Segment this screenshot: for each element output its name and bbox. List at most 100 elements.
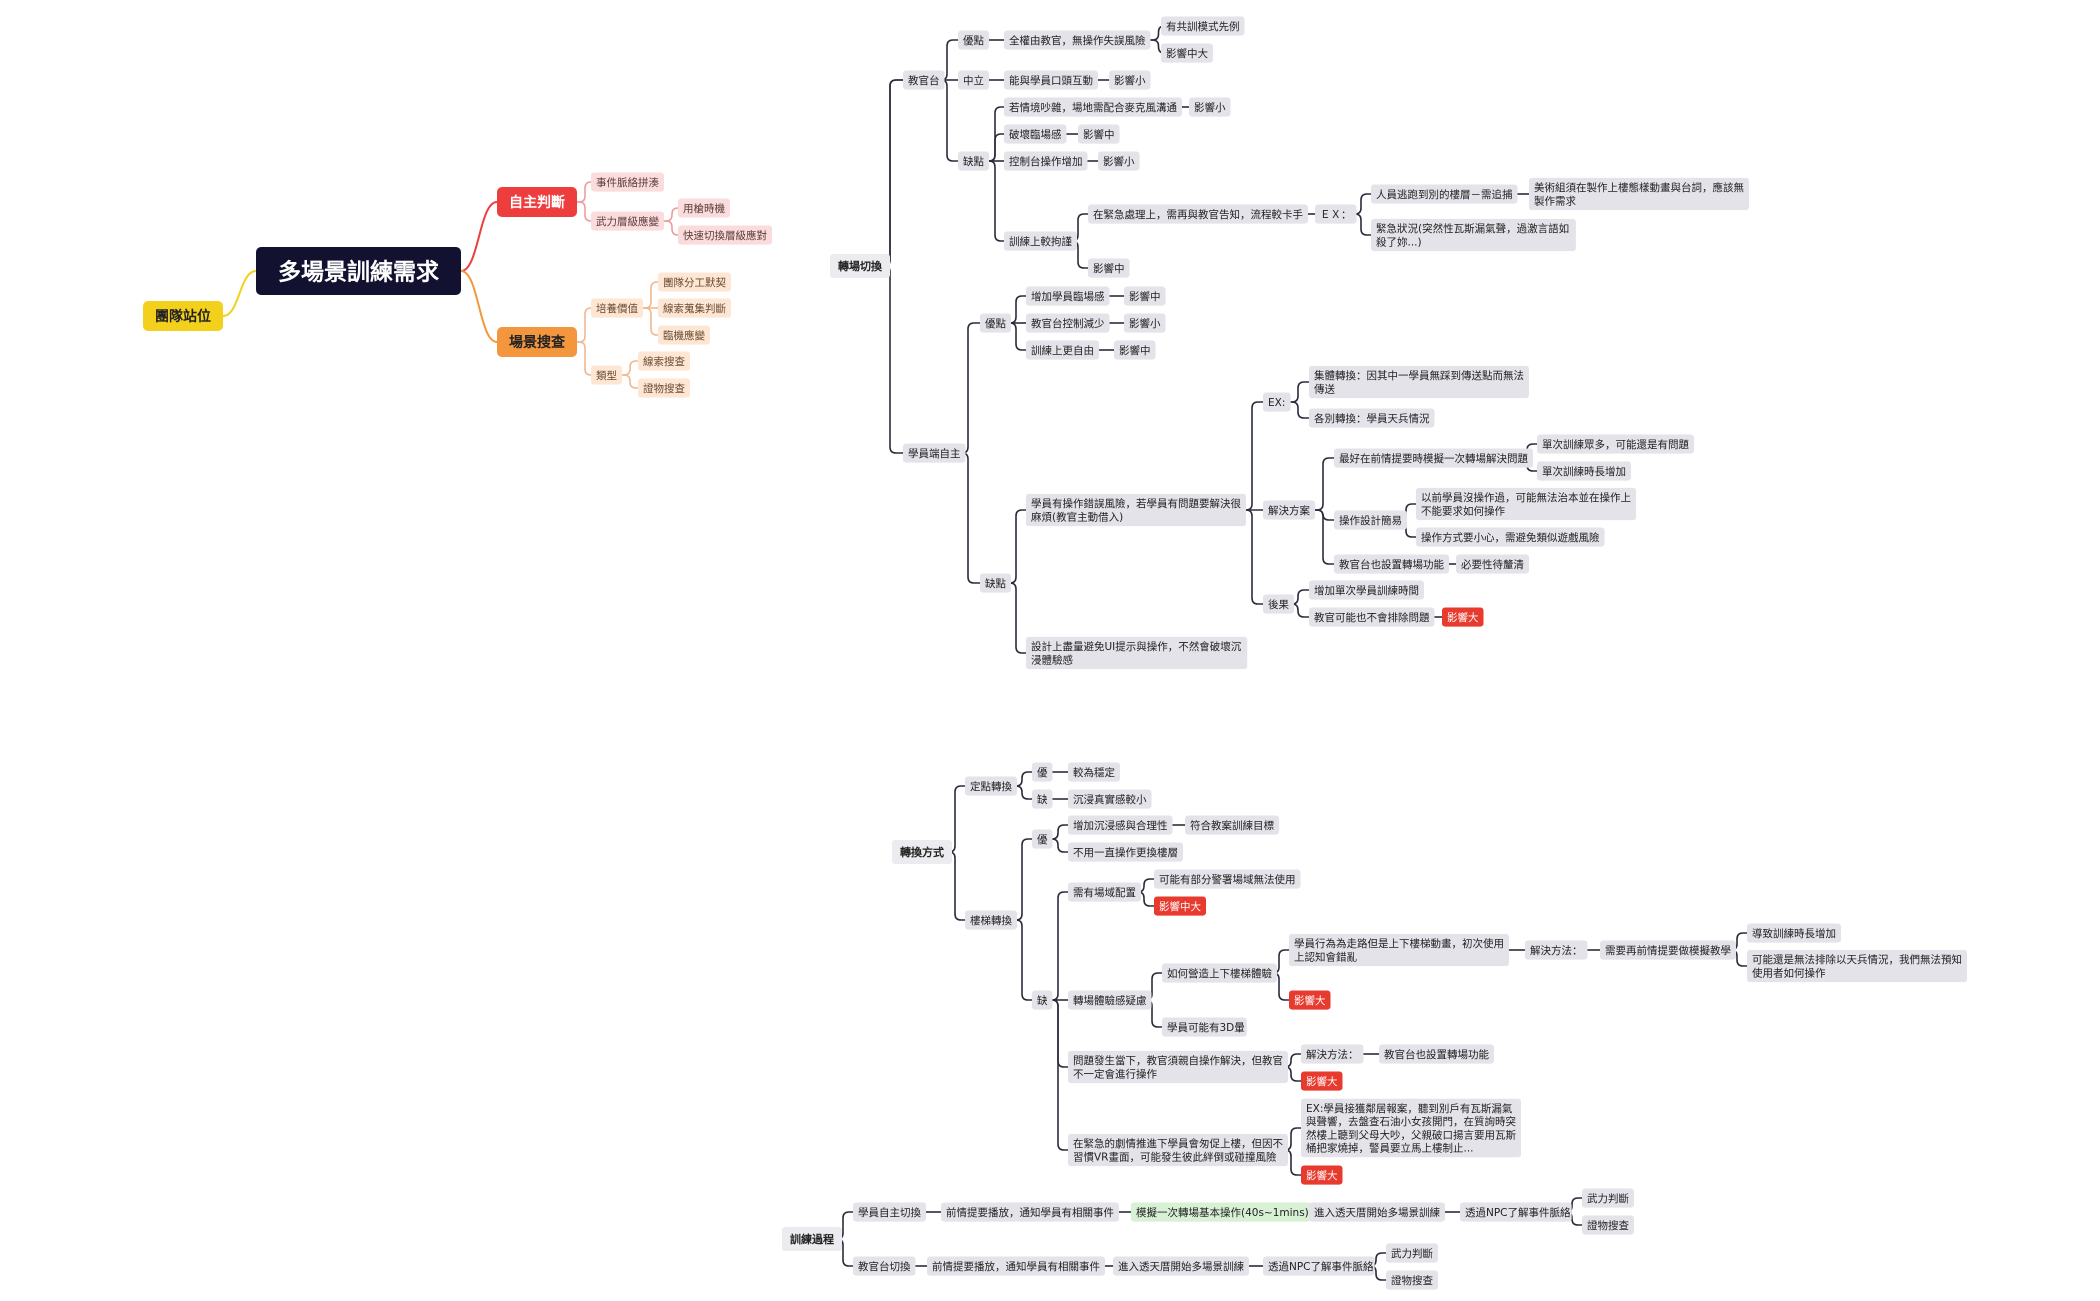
subtopic[interactable]: 中立	[958, 70, 989, 90]
impact-tag[interactable]: 影響小	[1098, 151, 1140, 171]
impact-tag[interactable]: 影響小	[1109, 70, 1151, 90]
subtopic[interactable]: 全權由教官，無操作失誤風險	[1004, 30, 1151, 50]
subtopic[interactable]: 如何營造上下樓梯體驗	[1162, 963, 1277, 983]
impact-tag[interactable]: 影響中	[1114, 340, 1156, 360]
subtopic[interactable]: 必要性待釐清	[1456, 554, 1529, 574]
subtopic[interactable]: 定點轉換	[965, 776, 1017, 796]
impact-tag[interactable]: 影響小	[1189, 97, 1231, 117]
subtopic[interactable]: ＥＸ：	[1315, 204, 1357, 224]
subtopic[interactable]: 教官台切換	[853, 1256, 916, 1276]
subtopic[interactable]: 有共訓模式先例	[1161, 16, 1245, 36]
subtopic[interactable]: EX:學員接獲鄰居報案，聽到別戶有瓦斯漏氣與聲響，去盤查石油小女孩開門，在質詢時…	[1301, 1098, 1521, 1158]
subtopic[interactable]: 解決方法：	[1525, 940, 1588, 960]
autonomous-judgment-topic[interactable]: 自主判斷	[497, 187, 577, 217]
subtopic[interactable]: 沉浸真實感較小	[1068, 789, 1152, 809]
subtopic[interactable]: 事件脈絡拼湊	[591, 172, 664, 192]
impact-tag[interactable]: 影響大	[1442, 607, 1484, 627]
subtopic[interactable]: 解決方案	[1263, 500, 1315, 520]
subtopic[interactable]: 透過NPC了解事件脈絡	[1460, 1202, 1572, 1222]
subtopic[interactable]: 學員自主切換	[853, 1202, 926, 1222]
subtopic[interactable]: 教官台也設置轉場功能	[1334, 554, 1449, 574]
subtopic[interactable]: 操作方式要小心，需避免類似遊戲風險	[1416, 527, 1605, 547]
subtopic[interactable]: 可能還是無法排除以天兵情況，我們無法預知使用者如何操作	[1747, 949, 1967, 983]
subtopic[interactable]: 透過NPC了解事件脈絡	[1263, 1256, 1375, 1276]
subtopic[interactable]: 問題發生當下，教官須親自操作解決，但教官不一定會進行操作	[1068, 1050, 1288, 1084]
subtopic[interactable]: 臨機應變	[658, 325, 710, 345]
subtopic[interactable]: 前情提要播放，通知學員有相關事件	[927, 1256, 1105, 1276]
impact-tag[interactable]: 影響中	[1078, 124, 1120, 144]
subtopic[interactable]: 武力判斷	[1386, 1243, 1438, 1263]
subtopic[interactable]: 需要再前情提要做模擬教學	[1600, 940, 1736, 960]
subtopic[interactable]: 影響中大	[1161, 43, 1213, 63]
subtopic[interactable]: 緊急狀況(突然性瓦斯漏氣聲，過激言語如殺了妳...)	[1371, 218, 1576, 252]
subtopic[interactable]: 優	[1032, 762, 1053, 782]
subtopic[interactable]: 不用一直操作更換樓層	[1068, 842, 1183, 862]
subtopic[interactable]: 單次訓練時長增加	[1537, 461, 1631, 481]
subtopic[interactable]: 武力判斷	[1582, 1188, 1634, 1208]
impact-tag[interactable]: 影響中	[1124, 286, 1166, 306]
subtopic[interactable]: 教官台控制減少	[1026, 313, 1110, 333]
subtopic[interactable]: 武力層級應變	[591, 211, 664, 231]
student-autonomous-topic[interactable]: 學員端自主	[903, 443, 966, 463]
subtopic[interactable]: 團隊分工默契	[658, 272, 731, 292]
subtopic[interactable]: 類型	[591, 365, 622, 385]
subtopic[interactable]: 控制台操作增加	[1004, 151, 1088, 171]
subtopic[interactable]: 教官可能也不會排除問題	[1309, 607, 1435, 627]
subtopic[interactable]: 缺點	[958, 151, 989, 171]
subtopic[interactable]: 後果	[1263, 594, 1294, 614]
subtopic[interactable]: 證物搜查	[1386, 1270, 1438, 1290]
impact-tag[interactable]: 影響大	[1289, 990, 1331, 1010]
subtopic[interactable]: 學員行為為走路但是上下樓梯動畫，初次使用上認知會錯亂	[1289, 933, 1509, 967]
subtopic[interactable]: EX:	[1263, 392, 1291, 412]
subtopic[interactable]: 符合教案訓練目標	[1185, 815, 1279, 835]
subtopic[interactable]: 破壞臨場感	[1004, 124, 1067, 144]
subtopic[interactable]: 以前學員沒操作過，可能無法治本並在操作上不能要求如何操作	[1416, 487, 1636, 521]
subtopic[interactable]: 缺	[1032, 990, 1053, 1010]
subtopic[interactable]: 解決方法：	[1301, 1044, 1364, 1064]
impact-tag[interactable]: 影響中大	[1154, 896, 1206, 916]
subtopic[interactable]: 快速切換層級應對	[678, 225, 772, 245]
subtopic[interactable]: 用槍時機	[678, 198, 730, 218]
subtopic[interactable]: 教官台也設置轉場功能	[1379, 1044, 1494, 1064]
subtopic[interactable]: 進入透天厝開始多場景訓練	[1113, 1256, 1249, 1276]
subtopic[interactable]: 增加單次學員訓練時間	[1309, 580, 1424, 600]
subtopic[interactable]: 前情提要播放，通知學員有相關事件	[941, 1202, 1119, 1222]
subtopic[interactable]: 樓梯轉換	[965, 910, 1017, 930]
subtopic[interactable]: 最好在前情提要時模擬一次轉場解決問題	[1334, 448, 1533, 468]
central-topic[interactable]: 多場景訓練需求	[256, 247, 461, 295]
subtopic[interactable]: 證物搜查	[638, 378, 690, 398]
subtopic[interactable]: 在緊急的劇情推進下學員會匆促上樓，但因不習慣VR畫面，可能發生彼此絆倒或碰撞風險	[1068, 1133, 1288, 1167]
subtopic[interactable]: 較為穩定	[1068, 762, 1120, 782]
subtopic[interactable]: 優	[1032, 829, 1053, 849]
subtopic[interactable]: 可能有部分警署場域無法使用	[1154, 869, 1301, 889]
impact-tag[interactable]: 影響大	[1301, 1071, 1343, 1091]
subtopic[interactable]: 學員可能有3D暈	[1162, 1017, 1247, 1037]
subtopic[interactable]: 增加學員臨場感	[1026, 286, 1110, 306]
subtopic[interactable]: 進入透天厝開始多場景訓練	[1309, 1202, 1445, 1222]
subtopic[interactable]: 缺	[1032, 789, 1053, 809]
subtopic[interactable]: 線索搜查	[638, 351, 690, 371]
subtopic[interactable]: 集體轉換：因其中一學員無踩到傳送點而無法傳送	[1309, 365, 1529, 399]
subtopic[interactable]: 若情境吵雜，場地需配合麥克風溝通	[1004, 97, 1182, 117]
subtopic[interactable]: 轉場體驗感疑慮	[1068, 990, 1152, 1010]
transition-method-topic[interactable]: 轉換方式	[892, 840, 952, 864]
subtopic[interactable]: 學員有操作錯誤風險，若學員有問題要解決很麻煩(教官主動借入)	[1026, 493, 1246, 527]
team-position-topic[interactable]: 團隊站位	[143, 301, 223, 331]
subtopic[interactable]: 增加沉浸感與合理性	[1068, 815, 1173, 835]
subtopic[interactable]: 模擬一次轉場基本操作(40s~1mins)	[1131, 1202, 1311, 1222]
subtopic[interactable]: 證物搜查	[1582, 1215, 1634, 1235]
subtopic[interactable]: 能與學員口頭互動	[1004, 70, 1098, 90]
subtopic[interactable]: 導致訓練時長增加	[1747, 923, 1841, 943]
subtopic[interactable]: 訓練上較拘謹	[1004, 231, 1077, 251]
instructor-console-topic[interactable]: 教官台	[903, 70, 945, 90]
subtopic[interactable]: 線索蒐集判斷	[658, 298, 731, 318]
subtopic[interactable]: 各別轉換：學員天兵情況	[1309, 408, 1435, 428]
subtopic[interactable]: 設計上盡量避免UI提示與操作，不然會破壞沉浸體驗感	[1026, 636, 1248, 670]
subtopic[interactable]: 單次訓練眾多，可能還是有問題	[1537, 434, 1694, 454]
subtopic[interactable]: 優點	[958, 30, 989, 50]
subtopic[interactable]: 在緊急處理上，需再與教官告知，流程較卡手	[1088, 204, 1308, 224]
scene-switch-topic[interactable]: 轉場切換	[830, 254, 890, 278]
impact-tag[interactable]: 影響大	[1301, 1165, 1343, 1185]
training-process-topic[interactable]: 訓練過程	[782, 1227, 842, 1251]
subtopic[interactable]: 訓練上更自由	[1026, 340, 1099, 360]
